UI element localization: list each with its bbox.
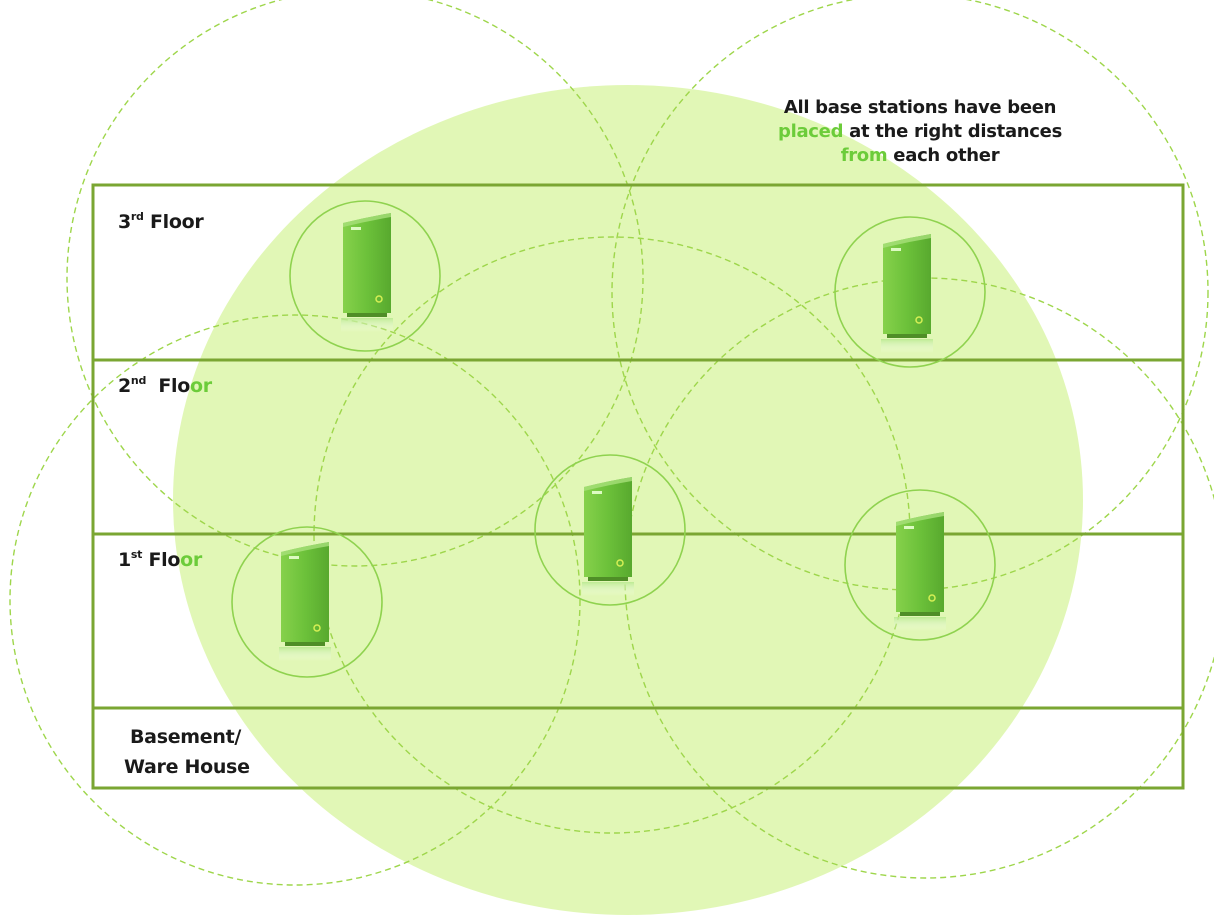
note-line1: All base stations have been xyxy=(783,97,1057,118)
station-ring xyxy=(844,489,996,641)
base-station-icon xyxy=(880,233,934,354)
range-circle xyxy=(611,0,1209,591)
floor-word-highlight: or xyxy=(190,375,212,397)
floor-word: Floor xyxy=(149,211,204,233)
note-highlight: placed xyxy=(778,121,844,142)
base-station-icon xyxy=(893,511,947,632)
base-station-icon xyxy=(581,476,635,597)
floor-label-1st: 1st Floor xyxy=(118,548,202,571)
note-text: each other xyxy=(887,145,1000,166)
base-station-icon xyxy=(340,212,394,333)
floor-label-basement: Basement/ Ware House xyxy=(124,722,250,782)
note-highlight: from xyxy=(840,145,888,166)
note-line3: from each other xyxy=(680,144,1160,168)
range-circle xyxy=(9,314,581,886)
floor-number: 1 xyxy=(118,549,131,571)
basement-label-line1: Basement/ xyxy=(130,726,242,748)
floor-ordinal-suffix: rd xyxy=(130,210,144,223)
floor-number: 3 xyxy=(118,211,131,233)
base-station-icon xyxy=(278,541,332,662)
floor-word-highlight: or xyxy=(180,549,202,571)
floor-word: Flo xyxy=(158,375,191,397)
station-ring xyxy=(289,200,441,352)
floor-word: Flo xyxy=(148,549,181,571)
placement-note: All base stations have been placed at th… xyxy=(680,96,1160,168)
basement-label-line2: Ware House xyxy=(124,756,250,778)
range-circle xyxy=(66,0,644,567)
station-ring xyxy=(534,454,686,606)
note-text: at the right distances xyxy=(843,121,1062,142)
building-frame xyxy=(91,183,1185,790)
station-ring xyxy=(834,216,986,368)
floor-label-3rd: 3rd Floor xyxy=(118,210,204,233)
note-line2: placed at the right distances xyxy=(680,120,1160,144)
station-ring xyxy=(231,526,383,678)
floor-label-2nd: 2nd Floor xyxy=(118,374,212,397)
floor-ordinal-suffix: st xyxy=(130,548,143,561)
floor-ordinal-suffix: nd xyxy=(130,374,147,387)
floor-number: 2 xyxy=(118,375,131,397)
station-rings xyxy=(231,200,996,678)
